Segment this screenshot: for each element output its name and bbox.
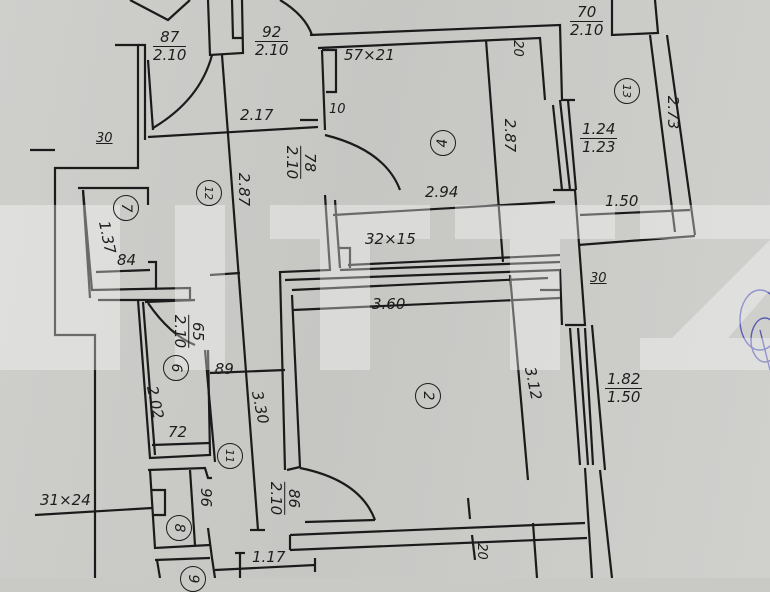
annotation-57x21: 57×21 <box>344 46 395 64</box>
annotation-20-top: 20 <box>509 40 525 57</box>
room-number-7: 7 <box>113 195 139 221</box>
room4-width: 2.94 <box>425 183 459 201</box>
room-number-11: 11 <box>217 443 243 469</box>
room12-width: 2.17 <box>240 106 274 124</box>
room-number-6: 6 <box>163 355 189 381</box>
wall-thickness-30-left: 30 <box>96 131 113 146</box>
room2-width: 3.60 <box>372 295 406 313</box>
annotation-32x15: 32×15 <box>365 230 416 248</box>
annotation-10: 10 <box>329 102 346 117</box>
room-number-4: 4 <box>430 130 456 156</box>
room12-length: 2.87 <box>235 172 254 207</box>
room13-length: 2.73 <box>664 95 683 130</box>
room7-width: 84 <box>117 251 137 269</box>
room-number-13: 13 <box>614 78 640 104</box>
wall-thickness-30-right: 30 <box>590 271 607 286</box>
room-number-12: 12 <box>196 180 222 206</box>
room13-width: 1.50 <box>605 192 639 210</box>
room-number-9: 9 <box>180 566 206 592</box>
room6-width: 72 <box>168 423 188 441</box>
room4-length: 2.87 <box>501 118 520 153</box>
room11-width: .89 <box>210 360 234 378</box>
room-number-2: 2 <box>415 383 441 409</box>
floor-plan-lines <box>30 0 770 578</box>
room8-width: 96 <box>197 487 216 508</box>
annotation-31x24: 31×24 <box>40 491 91 509</box>
room-number-8: 8 <box>166 515 192 541</box>
annotation-20-bottom: 20 <box>473 543 489 560</box>
room11-dim-117: 1.17 <box>252 548 286 566</box>
